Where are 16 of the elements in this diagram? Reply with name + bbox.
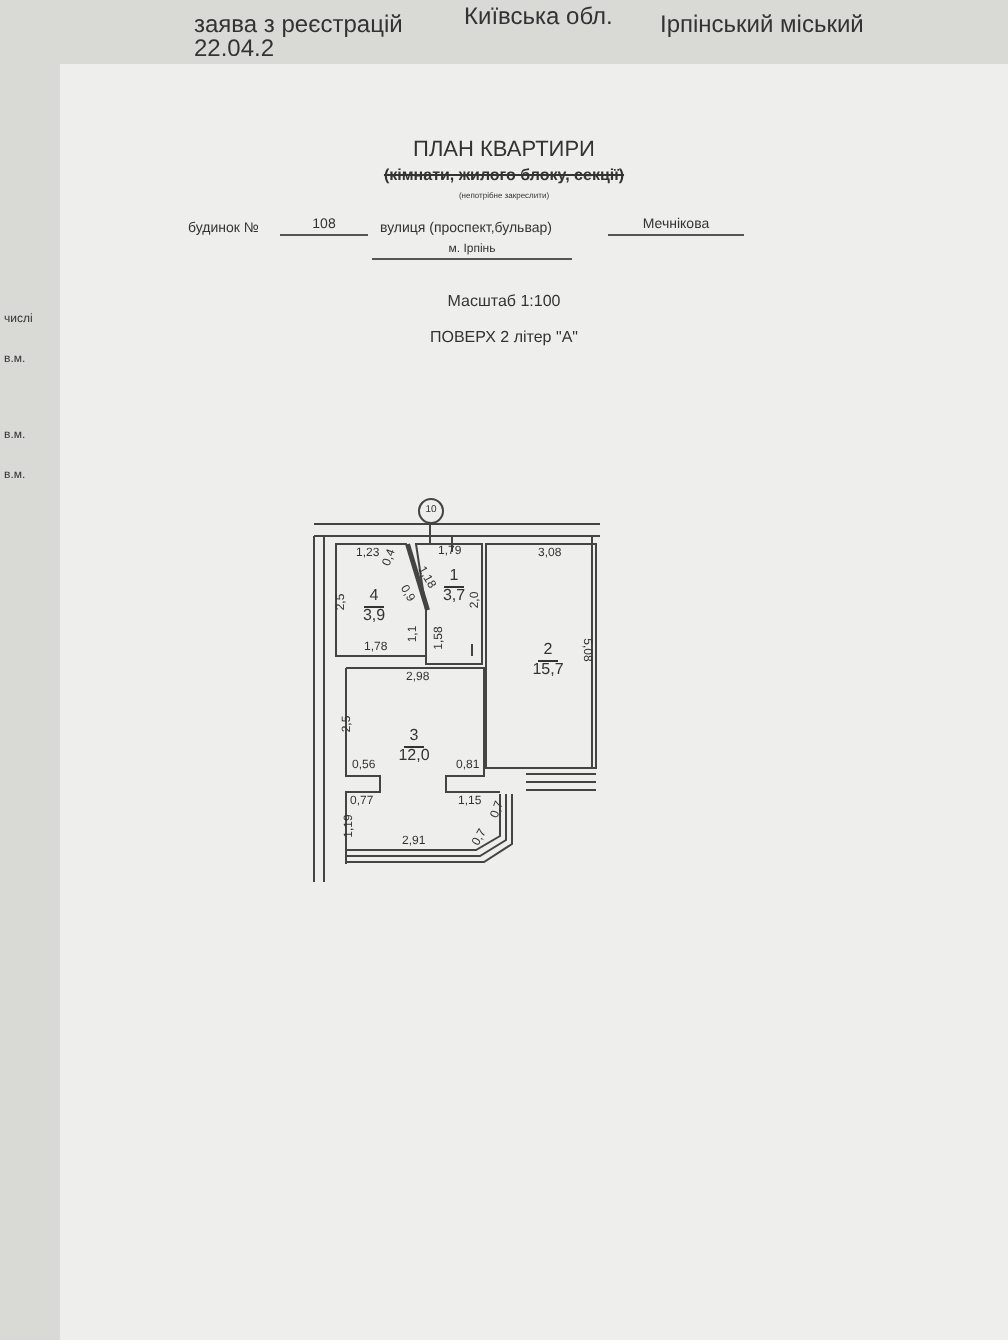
header-text: Київська обл. [464, 4, 613, 28]
header-text: 22.04.2 [194, 36, 275, 56]
room-number: 2 [537, 641, 559, 661]
room-number: 4 [363, 587, 385, 607]
header-text: Ірпінський міський [660, 12, 864, 36]
title: ПЛАН КВАРТИРИ [411, 140, 597, 162]
room-area: 3,9 [362, 607, 386, 625]
room-area: 15,7 [532, 661, 564, 679]
room-area: 3,7 [442, 587, 466, 605]
header-text: заява з реєстрацій [194, 12, 403, 36]
subtitle: (кімнати, жилого блоку, секції) [381, 168, 627, 184]
room-area: 12,0 [398, 747, 430, 765]
room-number: 1 [443, 567, 465, 587]
floor-text: ПОВЕРХ 2 літер "А" [427, 330, 580, 346]
room-number: 3 [403, 727, 425, 747]
scale-text: Масштаб 1:100 [445, 294, 563, 310]
